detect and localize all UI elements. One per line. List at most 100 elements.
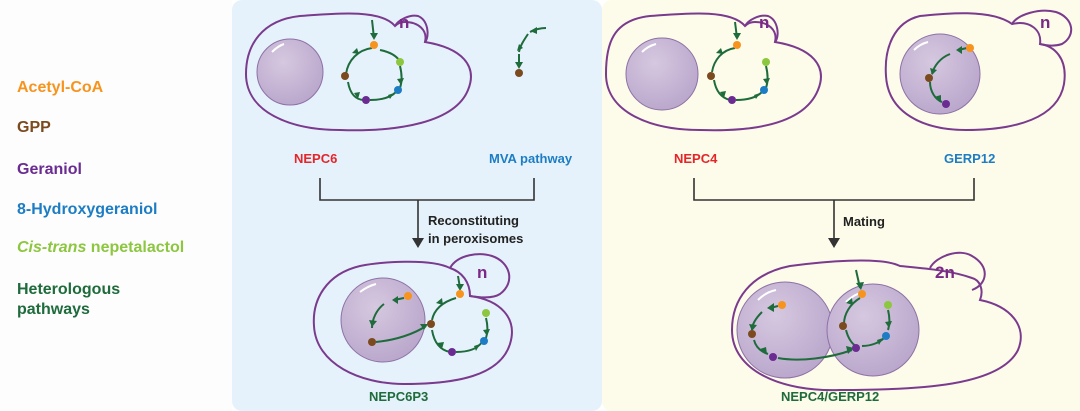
pathway-arrow (485, 317, 489, 339)
legend-gpp: GPP (17, 119, 51, 136)
vacuole (625, 37, 699, 111)
vacuole (826, 283, 920, 377)
acetyl-coa-dot (404, 292, 412, 300)
bud-outline (929, 251, 986, 291)
hydroxygeraniol-dot (394, 86, 402, 94)
ploidy-label: n (1040, 13, 1050, 32)
acetyl-coa-dot (456, 290, 464, 298)
bud-outline (1011, 9, 1072, 47)
label-reconstituting: Reconstituting in peroxisomes (428, 212, 523, 248)
label-nepc6: NEPC6 (294, 151, 338, 166)
cell-nepc6p3: n (312, 253, 513, 386)
pathway-arrowhead (716, 48, 723, 54)
ploidy-label: n (477, 263, 487, 282)
ploidy-label: 2n (935, 263, 955, 282)
legend-nepetalactol-rest: nepetalactol (86, 239, 185, 256)
pathway-arrow (887, 309, 891, 331)
ploidy-label: n (759, 13, 769, 32)
pathway-arrowhead (388, 93, 394, 99)
hydroxygeraniol-dot (882, 332, 890, 340)
pathway-arrowhead (483, 329, 490, 336)
vacuole-highlight (641, 43, 657, 53)
label-mating: Mating (843, 214, 885, 229)
cell-nepc4: n (604, 12, 822, 132)
pathway-arrowhead (517, 44, 523, 51)
vacuole (899, 33, 981, 115)
label-mva-pathway: MVA pathway (489, 151, 573, 166)
legend-nepetalactol: Cis-trans nepetalactol (17, 238, 184, 258)
nepetalactol-dot (482, 309, 490, 317)
label-gerp12: GERP12 (944, 151, 996, 166)
geraniol-dot (728, 96, 736, 104)
pathway-arrow (345, 47, 373, 75)
pathway-arrowhead (767, 303, 774, 312)
label-reconstituting-line1: Reconstituting (428, 213, 519, 228)
cell-nepc4-gerp12: 2n (730, 251, 1022, 392)
acetyl-coa-dot (370, 41, 378, 49)
legend-geraniol: Geraniol (17, 161, 82, 178)
vacuole-highlight (271, 43, 285, 53)
bud-outline (744, 14, 779, 43)
pathway-arrow (379, 49, 400, 61)
geraniol-dot (942, 100, 950, 108)
pathway-arrow (518, 33, 529, 53)
acetyl-coa-dot (858, 290, 866, 298)
pathway-arrow (347, 81, 365, 101)
legend-heterologous-line1: Heterologous (17, 281, 121, 298)
geraniol-dot (448, 348, 456, 356)
pathway-arrow (713, 79, 731, 101)
vacuole (340, 277, 426, 363)
acetyl-coa-dot (778, 301, 786, 309)
acetyl-coa-dot (966, 44, 974, 52)
vacuole (256, 38, 324, 106)
pathway-arrowhead (885, 321, 892, 328)
legend-panel (0, 0, 232, 411)
gpp-dot (341, 72, 349, 80)
pathway-arrowhead (369, 320, 377, 327)
gpp-dot (515, 69, 523, 77)
pathway-arrowhead (420, 324, 428, 330)
pathway-arrow (431, 329, 451, 353)
ploidy-label: n (399, 13, 409, 32)
pathway-arrowhead (720, 91, 726, 98)
pathway-arrowhead (763, 78, 770, 85)
label-nepc4: NEPC4 (674, 151, 718, 166)
pathway-arrow (529, 27, 547, 33)
legend-acetyl-coa: Acetyl-CoA (17, 79, 104, 96)
pathway-arrow (861, 337, 885, 347)
gpp-dot (839, 322, 847, 330)
cell-nepc6: n (244, 12, 472, 132)
connector-right (693, 178, 975, 248)
pathway-arrow (369, 91, 397, 101)
pathway-arrowhead (456, 284, 464, 291)
pathway-arrow (711, 47, 736, 73)
legend-heterologous-line2: pathways (17, 301, 90, 318)
vacuole-highlight (757, 289, 777, 301)
gpp-dot (707, 72, 715, 80)
pathway-arrowhead (856, 282, 864, 290)
pathway-arrow (765, 65, 769, 89)
label-reconstituting-line2: in peroxisomes (428, 231, 524, 246)
vacuole-highlight (913, 41, 929, 51)
label-nepc6p3: NEPC6P3 (369, 389, 429, 404)
acetyl-coa-dot (733, 41, 741, 49)
nepetalactol-dot (884, 301, 892, 309)
nepetalactol-dot (396, 58, 404, 66)
label-nepc4-gerp12: NEPC4/GERP12 (781, 389, 880, 404)
pathway-arrow (777, 349, 853, 361)
pathway-arrow (735, 91, 763, 101)
pathway-arrowhead (437, 342, 444, 349)
geraniol-dot (852, 344, 860, 352)
legend-heterologous: Heterologous pathways (17, 280, 120, 320)
cell-outline (730, 259, 1022, 392)
pathway-arrowhead (354, 92, 360, 99)
pathway-arrowhead (749, 324, 757, 331)
gpp-dot (925, 74, 933, 82)
cell-outline (244, 12, 472, 132)
cell-gerp12: n (884, 9, 1072, 132)
pathway-arrowhead (934, 95, 941, 102)
pathway-arrow (399, 65, 403, 89)
pathway-arrowhead (877, 338, 883, 345)
